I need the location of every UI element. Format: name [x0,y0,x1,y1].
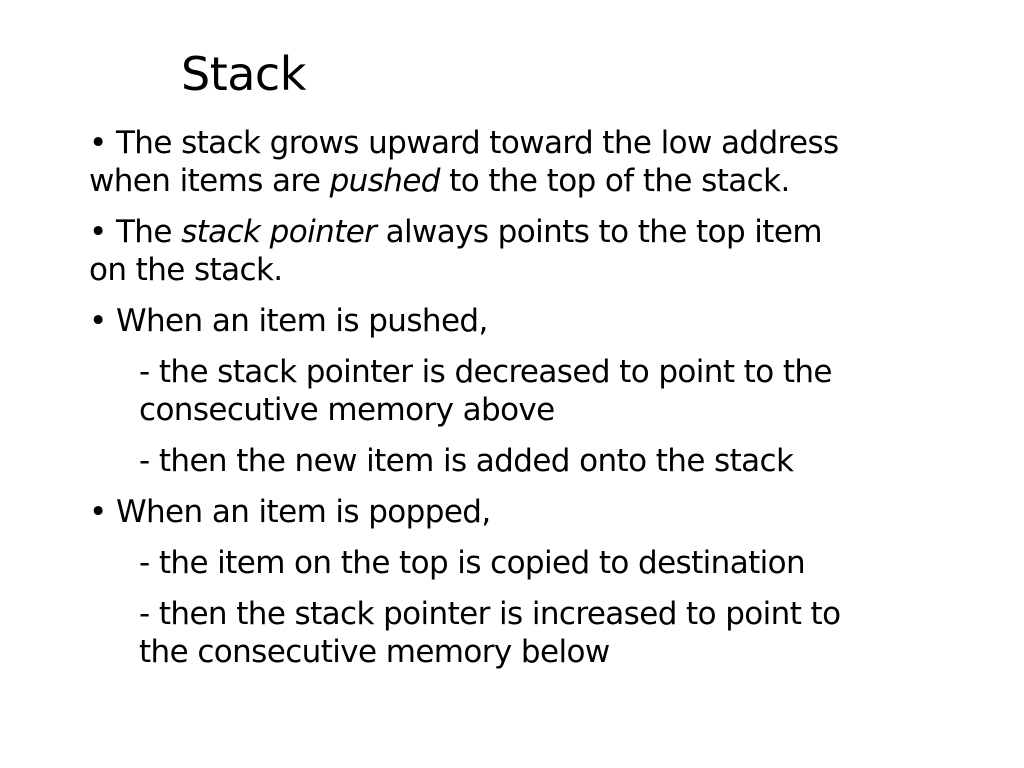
sub-item: - then the stack pointer is increased to… [89,595,989,671]
bullet-marker: • [89,214,107,250]
bullet-item: • When an item is pushed, [89,302,989,340]
bullet-item: • When an item is popped, [89,493,989,531]
bullet-text: when items are [89,163,330,199]
bullet-item: • The stack pointer always points to the… [89,213,989,289]
sub-line: - then the new item is added onto the st… [139,443,794,479]
emphasis-text: pushed [329,163,441,199]
sub-line: - the stack pointer is decreased to poin… [139,354,832,390]
bullet-marker: • [89,494,107,530]
bullet-line: • When an item is popped, [89,493,989,531]
bullet-text: always points to the top item [376,214,823,250]
bullet-text: on the stack. [89,252,283,288]
bullet-line: when items are pushed to the top of the … [89,162,989,200]
sub-item: - then the new item is added onto the st… [89,442,989,480]
bullet-marker: • [89,125,107,161]
sub-item: - the stack pointer is decreased to poin… [89,353,989,429]
bullet-marker: • [89,303,107,339]
sub-line: consecutive memory above [139,392,555,428]
bullet-item: • The stack grows upward toward the low … [89,124,989,200]
bullet-text: The stack grows upward toward the low ad… [115,125,839,161]
bullet-line: on the stack. [89,251,989,289]
bullet-line: • The stack pointer always points to the… [89,213,989,251]
slide-body: • The stack grows upward toward the low … [89,124,989,684]
sub-line: - then the stack pointer is increased to… [139,596,841,632]
sub-line: the consecutive memory below [139,634,610,670]
bullet-line: • The stack grows upward toward the low … [89,124,989,162]
bullet-text: When an item is pushed, [115,303,488,339]
slide-title: Stack [181,47,306,101]
bullet-text: When an item is popped, [115,494,491,530]
bullet-text: The [115,214,182,250]
sub-item: - the item on the top is copied to desti… [89,544,989,582]
sub-line: - the item on the top is copied to desti… [139,545,806,581]
bullet-line: • When an item is pushed, [89,302,989,340]
emphasis-text: stack pointer [181,214,377,250]
bullet-text: to the top of the stack. [439,163,790,199]
